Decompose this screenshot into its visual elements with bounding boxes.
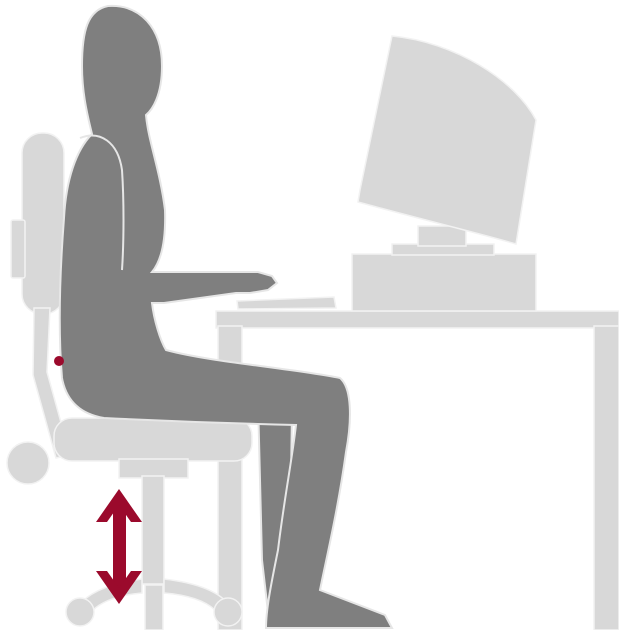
chair-seat-mechanism <box>119 459 188 478</box>
chair-seat <box>54 418 252 461</box>
monitor <box>358 36 536 244</box>
desk-top <box>216 311 619 328</box>
computer-base-unit <box>352 254 536 311</box>
chair-caster-left <box>66 598 94 626</box>
chair-backrest <box>22 133 64 314</box>
chair-base-center <box>145 585 163 630</box>
computer <box>352 36 536 311</box>
chair-caster-right <box>214 598 242 626</box>
chair-back-support <box>11 220 25 278</box>
chair-gas-column <box>142 476 164 584</box>
lumbar-marker-icon <box>54 356 64 366</box>
keyboard <box>237 297 336 309</box>
chair-armrest-knob <box>7 442 49 484</box>
desk-leg-right <box>594 326 619 630</box>
